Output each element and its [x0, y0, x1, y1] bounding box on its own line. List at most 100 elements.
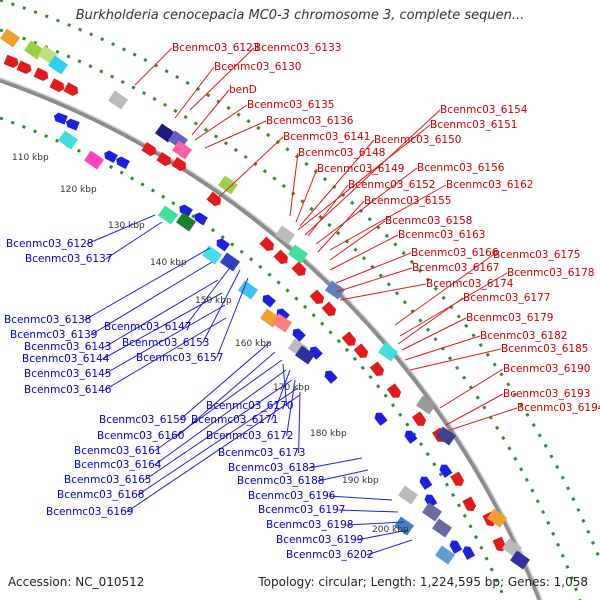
annotation-block-shape — [158, 205, 178, 225]
annotation-block-shape — [218, 175, 238, 195]
annotation-block-shape — [272, 313, 292, 333]
forward-gene-arrow — [3, 54, 19, 68]
gene-label-forward: Bcenmc03_6174 — [426, 278, 514, 290]
annotation-block-shape — [398, 485, 418, 505]
leader-line — [191, 89, 230, 136]
leader-line — [394, 254, 494, 326]
gene-label-reverse: Bcenmc03_6143 — [24, 341, 111, 353]
leader-line — [84, 247, 211, 321]
leader-line — [134, 47, 173, 86]
gene-label-forward: benD — [229, 84, 257, 96]
reverse-gene-arrow-shape — [194, 212, 208, 226]
annotation-block-shape — [0, 28, 20, 48]
annotation-block-shape — [422, 502, 442, 522]
annotation-block — [108, 90, 128, 110]
forward-gene-arrow-shape — [341, 331, 357, 346]
forward-gene-arrow-shape — [386, 383, 402, 398]
gene-label-forward: Bcenmc03_6193 — [503, 388, 590, 400]
leader-line — [329, 184, 447, 251]
annotation-block — [295, 345, 315, 365]
annotation-block — [202, 245, 222, 265]
feature-tracks — [0, 28, 530, 570]
forward-gene-arrow-shape — [156, 151, 171, 167]
leader-line — [217, 136, 284, 199]
annotation-block — [158, 205, 178, 225]
chromosome-backbone-highlight — [0, 77, 543, 600]
topology-text: Topology: circular; Length: 1,224,595 bp… — [258, 575, 588, 589]
gene-label-forward: Bcenmc03_6175 — [493, 249, 580, 261]
leader-line — [304, 109, 441, 236]
forward-gene-arrow-shape — [141, 141, 156, 157]
leader-line — [315, 167, 418, 245]
leader-line — [90, 261, 213, 336]
gene-label-forward: Bcenmc03_6163 — [398, 229, 485, 241]
annotation-block — [436, 426, 456, 446]
forward-gene-arrow-shape — [450, 471, 465, 487]
gene-label-forward: Bcenmc03_6155 — [364, 195, 451, 207]
annotation-block — [487, 508, 507, 528]
forward-gene-arrow-shape — [16, 60, 32, 74]
annotation-block — [176, 212, 196, 232]
reverse-gene-arrow — [462, 546, 476, 560]
gene-label-forward: Bcenmc03_6123 — [172, 42, 259, 54]
gene-label-reverse: Bcenmc03_6153 — [122, 337, 209, 349]
reverse-gene-arrow — [104, 150, 118, 164]
leader-line — [299, 139, 375, 227]
leader-line — [439, 368, 504, 409]
reverse-gene-arrow-shape — [419, 476, 433, 490]
annotation-block-shape — [295, 345, 315, 365]
reverse-gene-arrow — [179, 204, 193, 218]
forward-gene-arrow-shape — [291, 261, 307, 276]
forward-gene-arrow-shape — [259, 236, 274, 252]
leader-line — [295, 168, 318, 223]
forward-gene-arrow — [291, 261, 307, 276]
leader-line — [104, 279, 219, 348]
gene-label-forward: Bcenmc03_6179 — [466, 312, 553, 324]
annotation-block — [435, 545, 455, 565]
reverse-gene-labels: Bcenmc03_6128Bcenmc03_6137Bcenmc03_6138B… — [4, 238, 373, 561]
annotation-block — [84, 150, 104, 170]
forward-gene-arrow — [353, 343, 369, 358]
gene-label-reverse: Bcenmc03_6128 — [6, 238, 93, 250]
reverse-gene-arrow — [53, 112, 68, 125]
forward-gene-arrow-shape — [462, 496, 477, 512]
gene-label-reverse: Bcenmc03_6169 — [46, 506, 133, 518]
annotation-block — [220, 252, 240, 272]
leader-line — [105, 221, 163, 260]
leader-line — [366, 539, 413, 556]
annotation-block — [172, 140, 192, 160]
leader-line — [126, 394, 301, 513]
gene-label-forward: Bcenmc03_6149 — [317, 163, 404, 175]
forward-gene-arrow — [171, 156, 186, 172]
reverse-gene-arrow — [324, 370, 338, 384]
reverse-gene-arrow — [116, 156, 130, 170]
gene-label-forward: Bcenmc03_6190 — [503, 363, 590, 375]
reverse-gene-arrow-shape — [439, 464, 453, 478]
annotation-block — [416, 395, 436, 415]
leader-line — [346, 521, 405, 526]
label-leader-lines — [84, 47, 518, 556]
gene-label-forward: Bcenmc03_6133 — [254, 42, 341, 54]
gene-label-forward: Bcenmc03_6135 — [247, 99, 334, 111]
reverse-gene-arrow-shape — [179, 204, 193, 218]
leader-line — [184, 264, 233, 328]
annotation-block-shape — [432, 518, 452, 538]
leader-line — [335, 252, 412, 284]
annotation-block-shape — [378, 342, 398, 362]
reverse-gene-arrow-shape — [116, 156, 130, 170]
gene-label-reverse: Bcenmc03_6173 — [218, 447, 305, 459]
forward-gene-arrow — [206, 191, 221, 207]
annotation-block-shape — [48, 55, 68, 75]
gene-label-reverse: Bcenmc03_6164 — [74, 459, 162, 471]
annotation-block-shape — [108, 90, 128, 110]
gene-label-reverse: Bcenmc03_6159 — [99, 414, 186, 426]
leader-line — [189, 47, 255, 111]
reverse-gene-arrow — [262, 294, 276, 308]
mid-dotted-guide — [0, 28, 582, 600]
forward-gene-arrow-shape — [411, 411, 427, 426]
reverse-gene-arrow — [449, 540, 463, 554]
annotation-block-shape — [220, 252, 240, 272]
gene-label-reverse: Bcenmc03_6165 — [64, 474, 151, 486]
